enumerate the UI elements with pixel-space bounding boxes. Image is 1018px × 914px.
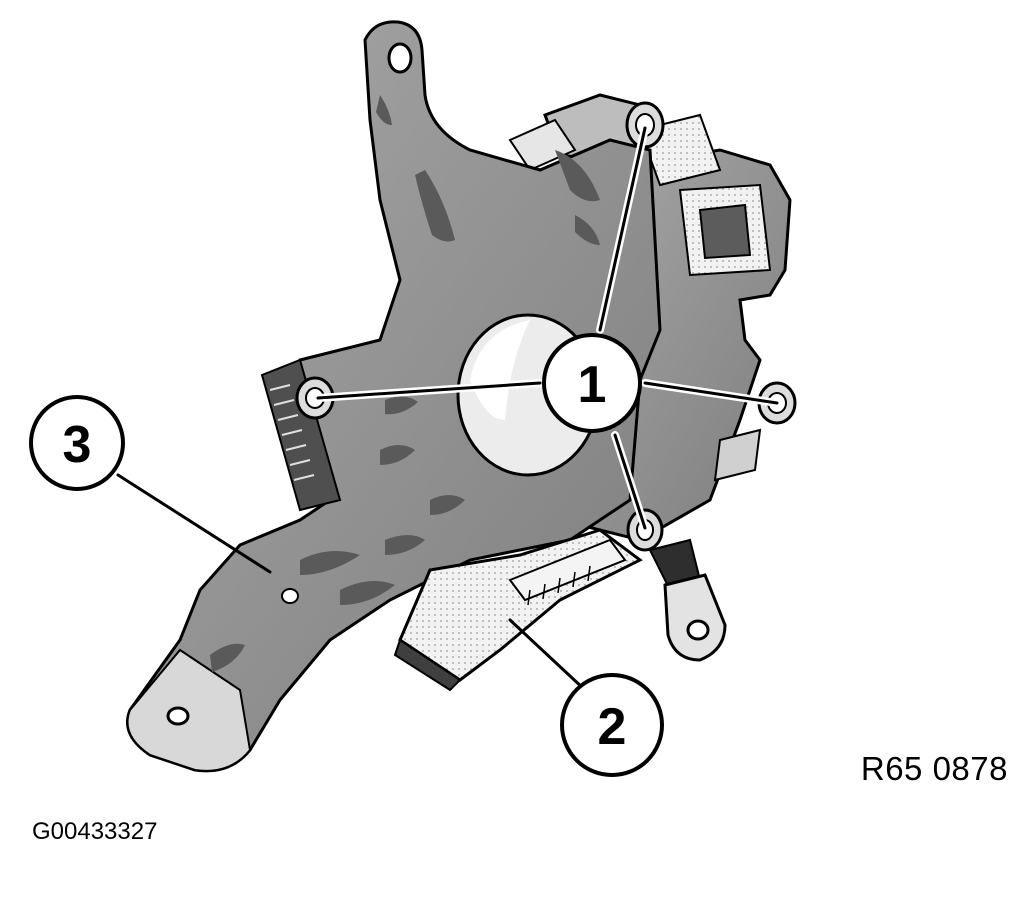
callout-2-label: 2 (598, 698, 627, 756)
figure-id: G00433327 (32, 818, 158, 845)
callout-1-label: 1 (578, 356, 607, 414)
callout-1: 1 (542, 333, 642, 433)
callout-3: 3 (29, 395, 125, 491)
reference-code: R65 0878 (860, 750, 1008, 787)
leader-lines (116, 124, 781, 692)
leader-1-bottom (613, 433, 647, 530)
leader-1-right (643, 381, 779, 405)
lower-connector (393, 528, 643, 692)
callout-3-label: 3 (63, 416, 92, 474)
leader-1-left (316, 381, 542, 400)
leader-1-top (598, 126, 647, 332)
callout-2: 2 (560, 673, 664, 777)
leader-2 (508, 618, 587, 692)
leader-3 (116, 473, 272, 574)
ground-tab (648, 538, 727, 662)
